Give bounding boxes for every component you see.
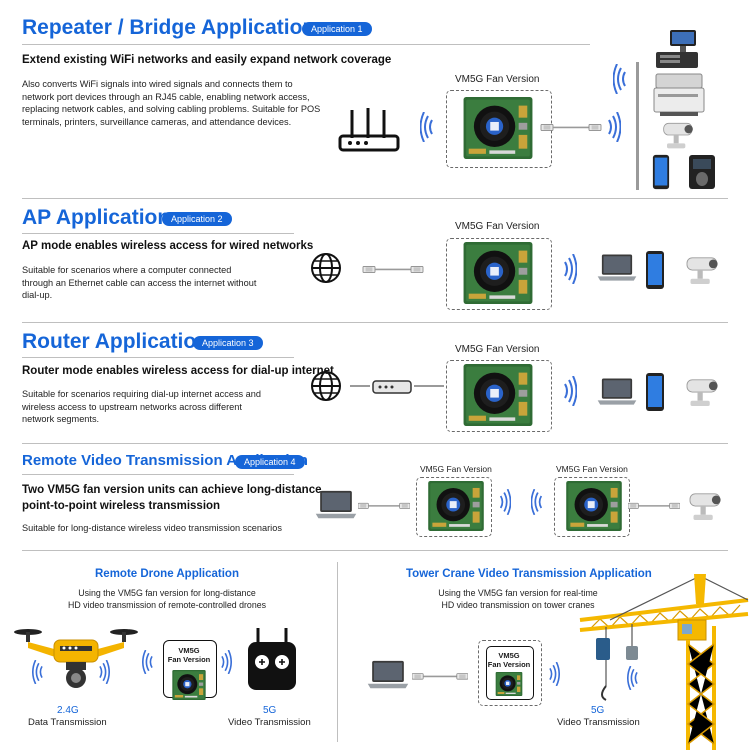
wifi-waves-icon (420, 112, 434, 142)
laptop-icon (366, 656, 410, 694)
crane-chip-label-line2: Fan Version (487, 660, 531, 669)
ap-title-divider (22, 233, 294, 234)
router-title-divider (22, 357, 294, 358)
rj45-cable-icon (358, 500, 410, 511)
globe-icon (310, 252, 342, 284)
video-module-label-right: VM5G Fan Version (556, 464, 628, 474)
drone-chip-label-line1: VM5G (178, 646, 200, 655)
section-divider (22, 198, 728, 199)
vertical-divider (337, 562, 338, 742)
repeater-module-label: VM5G Fan Version (455, 74, 540, 85)
vm5g-module (458, 242, 538, 304)
crane-title: Tower Crane Video Transmission Applicati… (406, 568, 652, 580)
wifi-waves-icon (531, 489, 543, 515)
video-module-box-left (416, 477, 492, 537)
laptop-icon (596, 374, 638, 410)
vm5g-module (458, 364, 538, 426)
section-divider (22, 322, 728, 323)
remote-controller-icon (246, 626, 298, 692)
router-title: Router Application (22, 330, 210, 353)
cctv-camera-icon (657, 118, 697, 152)
drone-icon (14, 624, 138, 690)
vm5g-module (426, 481, 486, 531)
wifi-waves-icon (98, 660, 110, 684)
rj45-cable-icon (412, 670, 468, 682)
video-subtitle-line1: Two VM5G fan version units can achieve l… (22, 484, 322, 496)
wifi-waves-icon (613, 64, 627, 94)
crane-description-line1: Using the VM5G fan version for real-time (438, 588, 598, 598)
drone-right-label: Video Transmission (228, 717, 311, 728)
device-bus-line (636, 62, 639, 190)
router-icon (338, 106, 400, 154)
rj45-cable-icon (628, 500, 680, 511)
attendance-device-icon (688, 154, 716, 190)
vm5g-module (167, 670, 211, 700)
crane-label: Video Transmission (557, 717, 640, 728)
wifi-waves-icon (32, 660, 44, 684)
wifi-waves-icon (563, 254, 577, 284)
crane-module-box (478, 640, 542, 706)
link-line (414, 385, 444, 387)
crane-rate: 5G (591, 705, 605, 716)
ap-subtitle: AP mode enables wireless access for wire… (22, 240, 314, 252)
vm5g-module (458, 97, 538, 159)
ap-badge: Application 2 (162, 212, 232, 226)
pos-terminal-icon (652, 28, 700, 70)
repeater-title: Repeater / Bridge Application (22, 16, 316, 39)
drone-description-line2: HD video transmission of remote-controll… (67, 600, 267, 610)
drone-description-line1: Using the VM5G fan version for long-dist… (78, 588, 256, 598)
modem-icon (372, 378, 412, 396)
smartphone-icon (645, 250, 665, 290)
router-module-box (446, 360, 552, 432)
rj45-cable-icon (540, 121, 602, 133)
crane-chip-label-line1: VM5G (498, 651, 520, 660)
cctv-camera-icon (680, 252, 722, 288)
repeater-subtitle: Extend existing WiFi networks and easily… (22, 54, 392, 66)
drone-left-rate: 2.4G (57, 705, 79, 716)
router-subtitle: Router mode enables wireless access for … (22, 365, 334, 377)
section-divider (22, 443, 728, 444)
router-module-label: VM5G Fan Version (455, 344, 540, 355)
drone-title: Remote Drone Application (95, 568, 239, 580)
globe-icon (310, 370, 342, 402)
smartphone-icon (652, 154, 670, 190)
video-title-divider (22, 474, 294, 475)
repeater-badge: Application 1 (302, 22, 372, 36)
printer-icon (652, 72, 706, 118)
smartphone-icon (645, 372, 665, 412)
router-description: Suitable for scenarios requiring dial-up… (22, 389, 262, 424)
wifi-waves-icon (607, 112, 621, 142)
drone-right-rate: 5G (263, 705, 277, 716)
router-badge: Application 3 (193, 336, 263, 350)
wifi-waves-icon (142, 650, 154, 674)
laptop-icon (596, 250, 638, 286)
tower-crane-icon (570, 574, 750, 750)
video-description: Suitable for long-distance wireless vide… (22, 523, 282, 533)
repeater-description: Also converts WiFi signals into wired si… (22, 79, 321, 127)
cctv-camera-icon (680, 374, 722, 410)
link-line (350, 385, 370, 387)
vm5g-module (564, 481, 624, 531)
video-module-label-left: VM5G Fan Version (420, 464, 492, 474)
repeater-title-divider (22, 44, 590, 45)
video-badge: Application 4 (235, 455, 305, 469)
wifi-waves-icon (563, 376, 577, 406)
wifi-waves-icon (548, 662, 560, 686)
drone-chip-label-line2: Fan Version (167, 655, 211, 664)
ap-description: Suitable for scenarios where a computer … (22, 265, 257, 300)
ap-title: AP Application (22, 206, 171, 229)
laptop-icon (314, 486, 358, 524)
rj45-cable-icon (350, 263, 436, 275)
wifi-waves-icon (499, 489, 511, 515)
section-divider (22, 550, 728, 551)
vm5g-module (490, 672, 528, 696)
ap-module-box (446, 238, 552, 310)
video-subtitle-line2: point-to-point wireless transmission (22, 500, 221, 512)
wifi-waves-icon (220, 650, 232, 674)
cctv-camera-icon (683, 488, 725, 524)
crane-description-line2: HD video transmission on tower cranes (441, 600, 595, 610)
ap-module-label: VM5G Fan Version (455, 221, 540, 232)
drone-left-label: Data Transmission (28, 717, 107, 728)
